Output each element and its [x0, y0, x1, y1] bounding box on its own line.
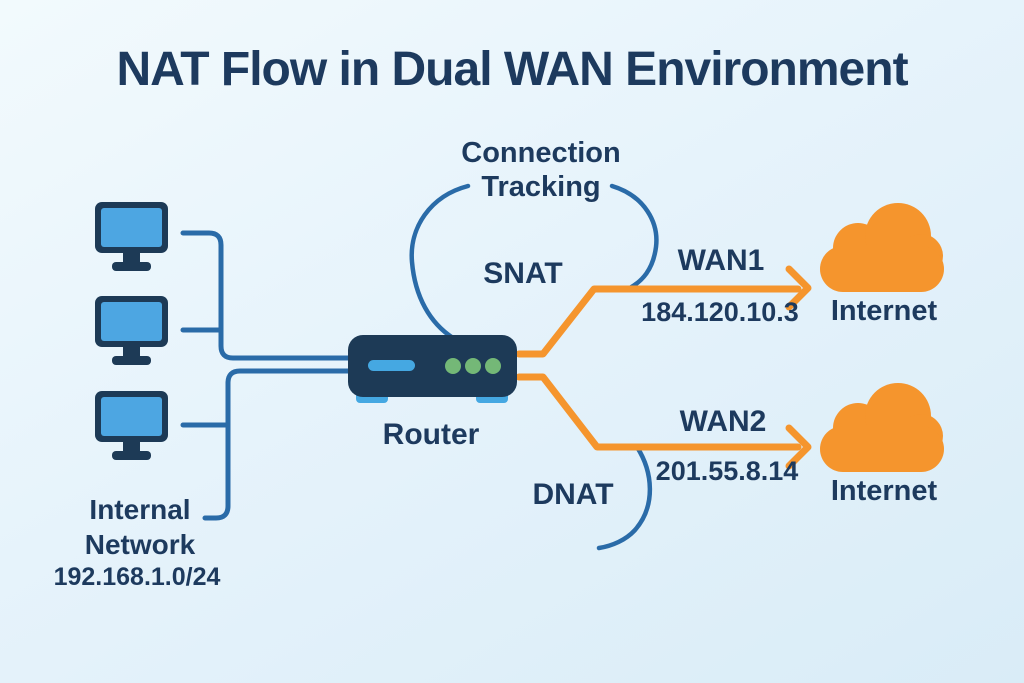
- connection-tracking-line1: Connection: [461, 137, 621, 169]
- connection-tracking-label: Connection Tracking: [461, 136, 621, 204]
- wan1-label: WAN1: [677, 244, 765, 277]
- internal-network-line1: Internal: [89, 494, 191, 525]
- lan-link-pc1-to-router: [180, 230, 353, 361]
- wan1-arrowhead-icon: [785, 265, 812, 311]
- workstation-icon-2: [95, 296, 168, 365]
- internal-network-label: Internal Network: [85, 492, 195, 562]
- internet-label-1: Internet: [830, 295, 938, 327]
- internet-cloud-icon-1: [820, 203, 944, 292]
- wan2-ip-address: 201.55.8.14: [655, 456, 799, 486]
- router-led-3: [485, 358, 501, 374]
- dnat-arc: [596, 444, 653, 551]
- connection-tracking-line2: Tracking: [481, 171, 601, 203]
- router-icon: [348, 335, 517, 403]
- connection-tracking-arc-right: [609, 183, 659, 291]
- wan1-arrow: [515, 285, 802, 358]
- internal-network-line2: Network: [84, 529, 196, 560]
- router-led-1: [445, 358, 461, 374]
- lan-link-router-to-bus2: [202, 368, 353, 521]
- internet-cloud-icon-2: [820, 383, 944, 472]
- workstation-icon-1: [95, 202, 168, 271]
- wan2-arrowhead-icon: [785, 424, 812, 470]
- snat-label: SNAT: [483, 257, 563, 290]
- connection-tracking-arc-left: [409, 183, 471, 341]
- router-led-2: [465, 358, 481, 374]
- wan1-ip-address: 184.120.10.3: [641, 297, 799, 327]
- internet-label-2: Internet: [830, 475, 938, 507]
- router-label: Router: [382, 418, 480, 451]
- internal-subnet-label: 192.168.1.0/24: [53, 563, 221, 591]
- diagram-title: NAT Flow in Dual WAN Environment: [116, 43, 908, 96]
- router-slot: [368, 360, 415, 371]
- workstation-icon-3: [95, 391, 168, 460]
- wan2-label: WAN2: [679, 405, 767, 438]
- wan2-arrow: [515, 373, 802, 451]
- dnat-label: DNAT: [532, 478, 614, 511]
